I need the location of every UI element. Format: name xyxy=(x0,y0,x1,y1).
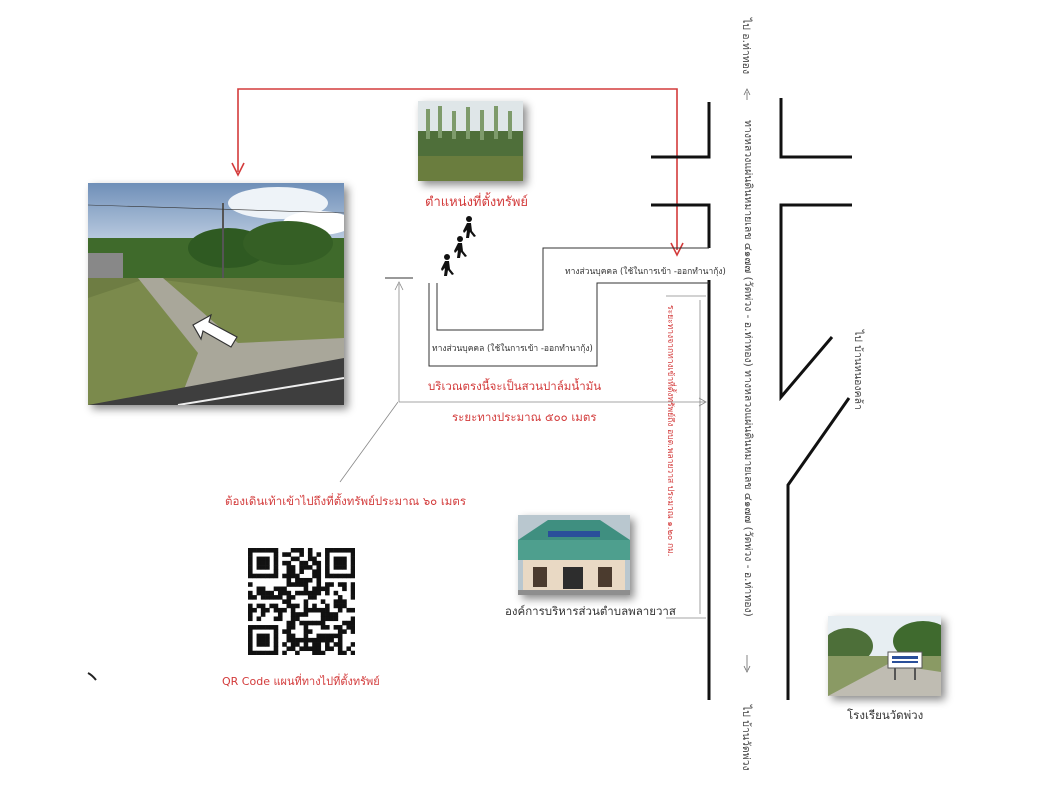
sao-office-photo xyxy=(518,515,630,595)
qr-code-pattern xyxy=(248,548,356,656)
to-wat-phuang-label: ไป บ้านวัดพ่วง xyxy=(740,705,752,771)
palm-area-label: บริเวณตรงนี้จะเป็นสวนปาล์มน้ำมัน xyxy=(428,379,602,393)
school-photo xyxy=(828,616,941,696)
dimension-lines xyxy=(339,281,707,619)
property-photo-image xyxy=(418,101,523,181)
private-way-label-lower: ทางส่วนบุคคล (ใช้ในการเข้า -ออกทำนากุ้ง) xyxy=(432,344,593,354)
distance-500-label: ระยะทางประมาณ ๕๐๐ เมตร xyxy=(452,410,597,424)
highway-left-edge xyxy=(651,102,711,700)
to-thathong-label: ไป อ.ท่าทอง xyxy=(740,18,752,75)
highway-arrows xyxy=(743,88,751,673)
property-location-label: ตำแหน่งที่ตั้งทรัพย์ xyxy=(425,195,529,210)
private-way-label-upper: ทางส่วนบุคคล (ใช้ในการเข้า -ออกทำนากุ้ง) xyxy=(565,267,726,277)
sao-office-label: องค์การบริหารส่วนตำบลพลายวาส xyxy=(505,604,676,618)
walking-people-icons xyxy=(441,216,476,276)
highway-name-label: ทางหลวงแผ่นดินหมายเลข ๔๑๗๗ (วัดพ่วง - อ.… xyxy=(742,120,754,617)
highway-right-edge xyxy=(779,98,852,700)
school-label: โรงเรียนวัดพ่วง xyxy=(847,708,924,722)
to-nong-khla-label: ไป บ้านหนองคล้า xyxy=(852,330,864,410)
property-photo xyxy=(418,101,523,181)
white-arrow-icon xyxy=(192,313,238,348)
walking-person-icon xyxy=(463,216,476,238)
sao-office-image xyxy=(518,515,630,595)
road-entrance-photo xyxy=(88,183,344,405)
stray-mark xyxy=(87,672,97,681)
walking-person-icon xyxy=(441,254,454,276)
distance-vertical-label: ระยะทางจากทางเข้าที่ตั้งทรัพย์ถึง อบต.พล… xyxy=(665,305,675,557)
walk-60-label: ต้องเดินเท้าเข้าไปถึงที่ตั้งทรัพย์ประมาณ… xyxy=(225,494,467,508)
walking-person-icon xyxy=(454,236,467,258)
school-image xyxy=(828,616,941,696)
qr-caption: QR Code แผนที่ทางไปที่ตั้งทรัพย์ xyxy=(222,675,380,688)
qr-code-icon[interactable] xyxy=(248,548,356,656)
road-photo-image xyxy=(88,183,344,405)
private-road xyxy=(385,247,709,367)
route-arrow xyxy=(231,88,684,257)
